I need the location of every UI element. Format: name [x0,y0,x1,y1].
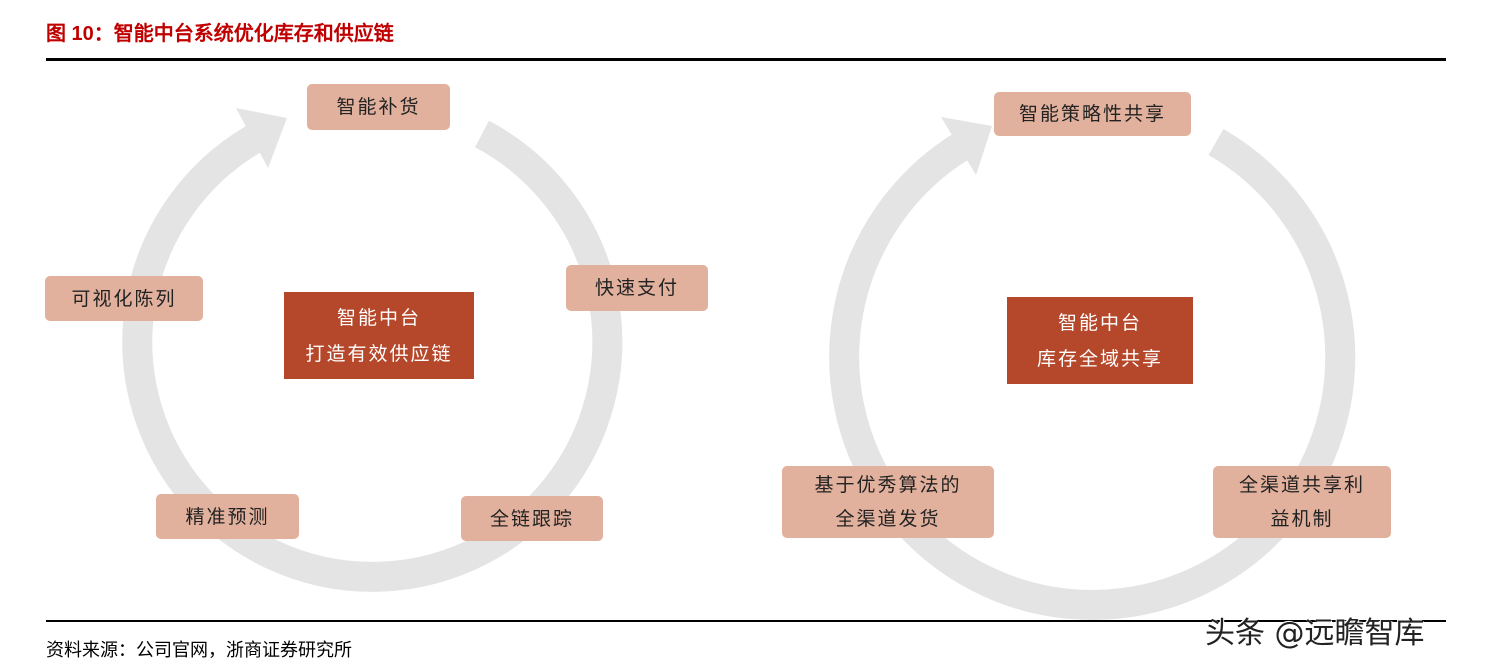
center-line: 库存全域共享 [1036,347,1163,370]
center-line: 智能中台 [336,306,421,329]
node-label: 全渠道共享利 [1238,474,1365,496]
node-label: 快速支付 [594,277,679,299]
node-full-chain-tracking: 全链跟踪 [461,496,603,541]
node-label: 全渠道发货 [835,508,941,530]
node-smart-replenishment: 智能补货 [307,84,450,130]
figure-title: 图 10：智能中台系统优化库存和供应链 [46,23,394,45]
source-note: 资料来源：公司官网，浙商证券研究所 [46,640,352,661]
right-cycle-arrow [829,117,1356,620]
node-label: 全链跟踪 [489,507,574,530]
center-line: 智能中台 [1057,311,1142,334]
node-omnichannel-benefit-sharing: 全渠道共享利 益机制 [1213,466,1391,538]
bottom-divider [46,620,1446,622]
node-smart-strategic-sharing: 智能策略性共享 [994,92,1191,136]
top-divider [46,58,1446,61]
node-visual-display: 可视化陈列 [45,276,203,321]
right-center-box: 智能中台 库存全域共享 [1007,297,1193,384]
node-label: 基于优秀算法的 [814,474,962,496]
node-label: 精准预测 [185,505,270,528]
center-line: 打造有效供应链 [305,342,453,365]
node-precise-forecast: 精准预测 [156,494,299,539]
watermark: 头条 @远瞻智库 [1205,616,1425,651]
node-label: 智能策略性共享 [1018,103,1166,125]
node-label: 益机制 [1270,508,1334,530]
left-center-box: 智能中台 打造有效供应链 [284,292,474,379]
node-algorithm-omnichannel-shipping: 基于优秀算法的 全渠道发货 [782,466,994,538]
node-label: 可视化陈列 [71,287,177,310]
node-fast-payment: 快速支付 [566,265,708,311]
node-label: 智能补货 [336,96,421,118]
